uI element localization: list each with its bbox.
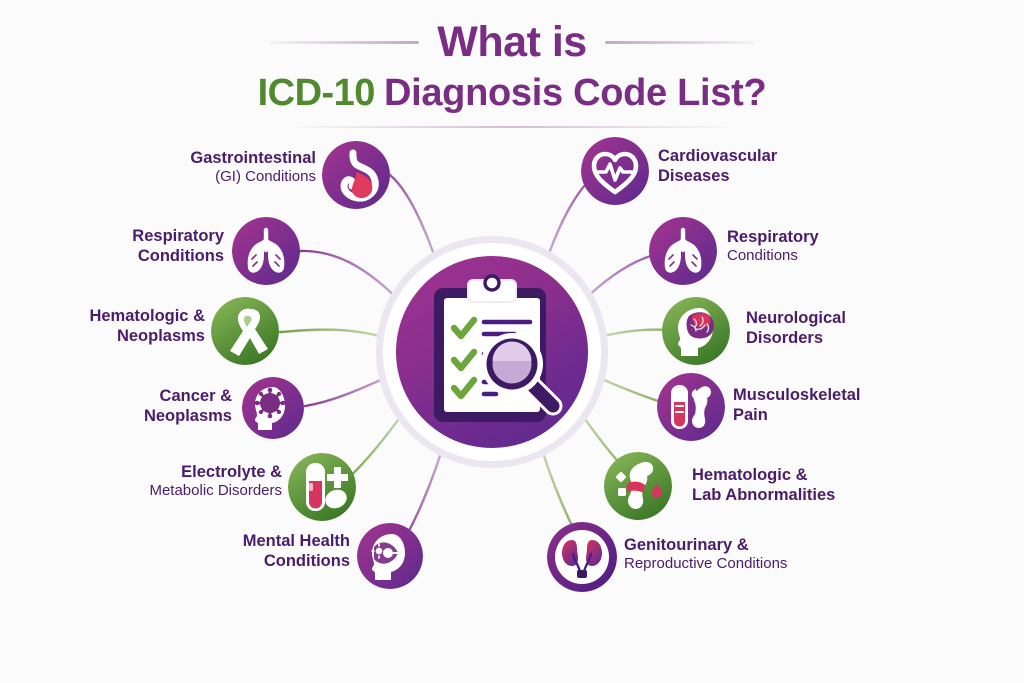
title-rule-right bbox=[604, 40, 755, 44]
node-cardiovascular-label: Cardiovascular Diseases bbox=[658, 147, 778, 186]
title-rule-left bbox=[269, 40, 420, 44]
node-respiratory-right-label: Respiratory Conditions bbox=[727, 228, 819, 265]
lungs-icon[interactable] bbox=[232, 217, 300, 285]
awareness-ribbon-icon[interactable] bbox=[211, 297, 279, 365]
title-subject: Diagnosis Code List? bbox=[383, 72, 767, 114]
title-rule-bottom bbox=[297, 126, 727, 128]
test-tube-bone-icon[interactable] bbox=[657, 373, 725, 441]
node-respiratory-left-label: Respiratory Conditions bbox=[132, 227, 224, 266]
kidneys-icon[interactable] bbox=[547, 522, 617, 592]
head-brain-icon[interactable] bbox=[662, 297, 730, 365]
title-what-is: What is bbox=[437, 18, 587, 66]
title-icd10: ICD-10 bbox=[257, 72, 376, 114]
head-virus-icon[interactable] bbox=[242, 377, 304, 439]
center-hub[interactable] bbox=[383, 243, 601, 461]
node-mental-health-label: Mental Health Conditions bbox=[242, 532, 350, 571]
heart-pulse-icon[interactable] bbox=[581, 137, 649, 205]
node-gastrointestinal-label: Gastrointestinal (GI) Conditions bbox=[190, 149, 316, 186]
node-neurological-label: Neurological Disorders bbox=[746, 309, 846, 348]
test-tube-pill-plus-icon[interactable] bbox=[288, 453, 356, 521]
title-line-1-row: What is bbox=[0, 14, 1024, 70]
node-electrolyte-metabolic-label: Electrolyte & Metabolic Disorders bbox=[149, 463, 282, 500]
node-musculoskeletal-label: Musculoskeletal Pain bbox=[733, 386, 861, 425]
stomach-icon[interactable] bbox=[322, 141, 390, 209]
lungs-icon[interactable] bbox=[649, 217, 717, 285]
head-gear-mind-icon[interactable] bbox=[357, 523, 423, 589]
node-hematologic-lab-label: Hematologic & Lab Abnormalities bbox=[692, 466, 836, 505]
node-genitourinary-label: Genitourinary & Reproductive Conditions bbox=[624, 536, 788, 573]
clipboard-checklist-magnifier-icon bbox=[434, 274, 563, 422]
node-hematologic-neoplasms-label: Hematologic & Neoplasms bbox=[89, 307, 205, 346]
node-cancer-neoplasms-label: Cancer & Neoplasms bbox=[143, 387, 232, 426]
bone-blood-drop-icon[interactable] bbox=[604, 452, 672, 520]
